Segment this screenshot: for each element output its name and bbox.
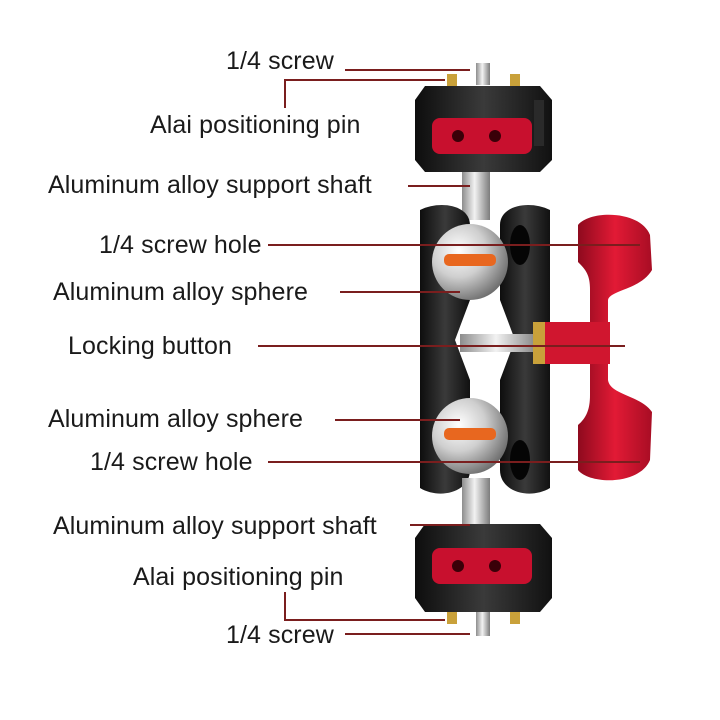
label-lower-screw-hole: 1/4 screw hole [90,448,253,476]
bottom-pin-left [447,612,457,624]
label-top-support-shaft: Aluminum alloy support shaft [48,171,372,199]
label-locking-button: Locking button [68,332,233,360]
brass-washer [533,322,545,364]
red-locking-knob [578,214,652,481]
leader-lines [258,69,640,635]
label-upper-sphere: Aluminum alloy sphere [53,278,308,306]
label-bottom-support-shaft: Aluminum alloy support shaft [53,512,377,540]
label-bottom-positioning-pin: Alai positioning pin [133,563,344,591]
top-red-lock [432,118,532,154]
label-top-positioning-pin: Alai positioning pin [150,111,361,139]
label-top-screw: 1/4 screw [226,47,334,75]
top-mount [415,63,552,172]
leader-top-pin [284,79,445,108]
label-bottom-screw: 1/4 screw [226,621,334,649]
bottom-red-lock [432,548,532,584]
bottom-support-shaft [462,478,490,526]
top-pin-right [510,74,520,86]
top-pin-left [447,74,457,86]
top-support-shaft [462,172,490,220]
label-upper-screw-hole: 1/4 screw hole [99,231,262,259]
top-screw-thread [476,63,490,85]
locking-axle [460,334,540,352]
upper-sphere [432,224,508,300]
bottom-screw-thread [476,612,490,636]
bottom-pin-right [510,612,520,624]
bottom-mount [415,524,552,636]
leader-bottom-pin [284,592,445,621]
lower-sphere [432,398,508,474]
label-lower-sphere: Aluminum alloy sphere [48,405,303,433]
red-knob-hub [545,322,610,364]
lower-screw-hole [510,440,530,480]
